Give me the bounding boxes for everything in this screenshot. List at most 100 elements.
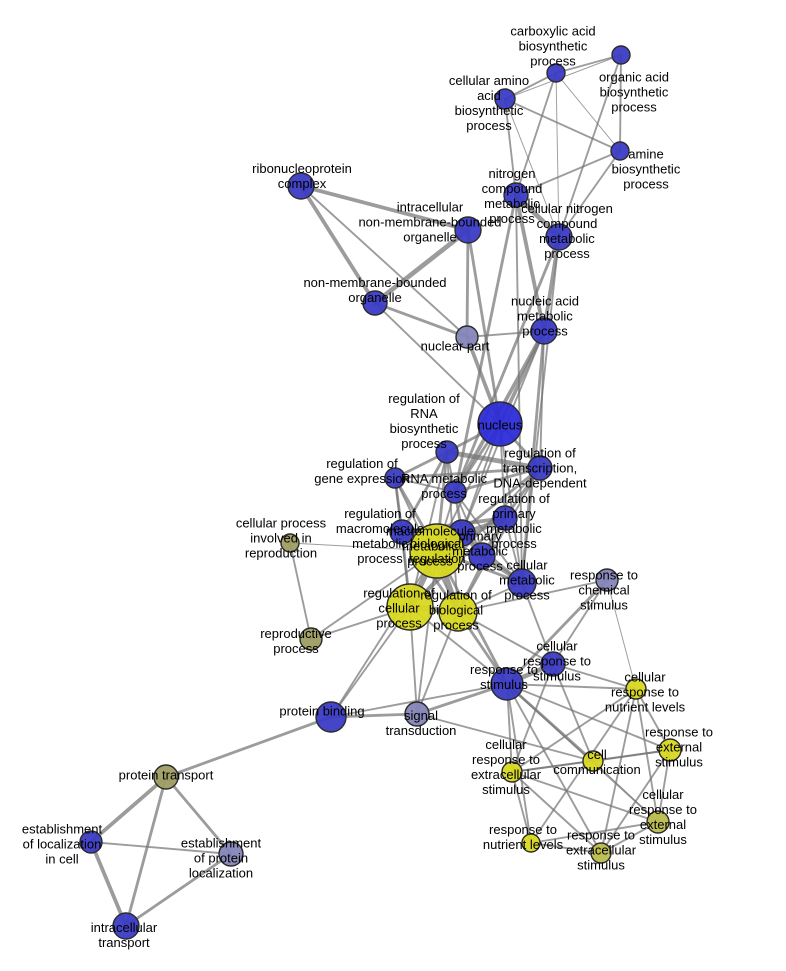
edge-cellular-response-to-nutrient-levels--response-to-extracellular-stimulus bbox=[600, 688, 637, 854]
edge-establishment-of-localization-in-cell--establishment-of-protein-localization bbox=[90, 841, 232, 855]
node-response-to-chemical-stimulus[interactable] bbox=[595, 568, 619, 592]
edge-regulation-of-rna-biosynthetic-process--regulation-of-macromolecule-metabolic-process bbox=[400, 450, 449, 534]
edge-cellular-response-to-nutrient-levels--cellular-response-to-extracellular-stimulus bbox=[511, 688, 637, 773]
node-nitrogen-compound-metabolic-process[interactable] bbox=[503, 182, 529, 208]
edge-response-to-stimulus--response-to-extracellular-stimulus bbox=[506, 683, 602, 854]
node-protein-binding[interactable] bbox=[315, 701, 347, 733]
node-cellular-response-to-nutrient-levels[interactable] bbox=[625, 678, 647, 700]
node-biological-regulation[interactable] bbox=[409, 523, 465, 579]
edge-cellular-process-involved-in-reproduction--reproductive-process bbox=[289, 542, 312, 640]
node-cellular-metabolic-process[interactable] bbox=[507, 568, 537, 598]
node-regulation-of-gene-expression[interactable] bbox=[384, 467, 406, 489]
node-establishment-of-protein-localization[interactable] bbox=[218, 841, 244, 867]
edge-cellular-response-to-stimulus--cell-communication bbox=[552, 663, 594, 762]
node-reproductive-process[interactable] bbox=[299, 627, 323, 651]
node-carboxylic-acid-biosynthetic-process[interactable] bbox=[546, 63, 566, 83]
node-regulation-of-primary-metabolic-process[interactable] bbox=[492, 505, 518, 531]
edge-protein-transport--establishment-of-localization-in-cell bbox=[89, 775, 168, 844]
edge-nucleus--cellular-metabolic-process bbox=[499, 423, 523, 584]
node-intracellular-non-membrane-bounded-organelle[interactable] bbox=[454, 216, 482, 244]
node-amine-biosynthetic-process[interactable] bbox=[610, 141, 630, 161]
node-response-to-nutrient-levels[interactable] bbox=[521, 833, 541, 853]
node-regulation-of-macromolecule-metabolic-process[interactable] bbox=[389, 519, 415, 545]
edge-intracellular-non-membrane-bounded-organelle--nuclear-part bbox=[465, 228, 470, 339]
edge-cellular-response-to-nutrient-levels--response-to-nutrient-levels bbox=[530, 688, 637, 844]
edge-organic-acid-biosynthetic-process--cellular-nitrogen-compound-metabolic-process bbox=[558, 54, 622, 238]
edge-response-to-stimulus--response-to-external-stimulus bbox=[506, 683, 671, 751]
node-signal-transduction[interactable] bbox=[404, 701, 430, 727]
node-response-to-extracellular-stimulus[interactable] bbox=[590, 842, 612, 864]
edge-ribonucleoprotein-complex--nuclear-part bbox=[300, 185, 468, 338]
edge-ribonucleoprotein-complex--non-membrane-bounded-organelle bbox=[299, 184, 377, 305]
edge-regulation-of-transcription-dna-dependent--regulation-of-gene-expression bbox=[393, 466, 542, 480]
node-organic-acid-biosynthetic-process[interactable] bbox=[611, 45, 631, 65]
node-nuclear-part[interactable] bbox=[455, 325, 479, 349]
node-rna-metabolic-process[interactable] bbox=[443, 480, 467, 504]
node-cellular-response-to-stimulus[interactable] bbox=[540, 651, 566, 677]
edge-signal-transduction--cell-communication bbox=[416, 713, 594, 762]
node-regulation-of-cellular-process[interactable] bbox=[386, 583, 434, 631]
edge-response-to-stimulus--protein-binding bbox=[330, 683, 508, 718]
edge-response-to-external-stimulus--cellular-response-to-external-stimulus bbox=[657, 749, 671, 823]
node-regulation-of-biological-process[interactable] bbox=[438, 592, 478, 632]
node-nucleus[interactable] bbox=[477, 401, 523, 447]
edge-biological-regulation--protein-binding bbox=[330, 550, 438, 718]
node-cellular-response-to-external-stimulus[interactable] bbox=[646, 810, 670, 834]
node-cellular-amino-acid-biosynthetic-process[interactable] bbox=[494, 88, 516, 110]
node-establishment-of-localization-in-cell[interactable] bbox=[79, 830, 103, 854]
node-intracellular-transport[interactable] bbox=[112, 912, 140, 940]
edge-response-to-stimulus--response-to-nutrient-levels bbox=[506, 683, 532, 844]
edge-organic-acid-biosynthetic-process--amine-biosynthetic-process bbox=[619, 54, 622, 152]
edge-cellular-response-to-stimulus--cellular-response-to-extracellular-stimulus bbox=[511, 663, 554, 773]
edge-carboxylic-acid-biosynthetic-process--cellular-nitrogen-compound-metabolic-process bbox=[555, 72, 560, 238]
edge-response-to-chemical-stimulus--cellular-response-to-nutrient-levels bbox=[606, 579, 637, 690]
edge-response-to-external-stimulus--cell-communication bbox=[592, 749, 671, 762]
edge-cellular-amino-acid-biosynthetic-process--nitrogen-compound-metabolic-process bbox=[504, 98, 517, 196]
edge-cell-communication--cellular-response-to-external-stimulus bbox=[592, 760, 659, 823]
node-regulation-of-rna-biosynthetic-process[interactable] bbox=[435, 440, 459, 464]
node-non-membrane-bounded-organelle[interactable] bbox=[362, 290, 388, 316]
edge-regulation-of-transcription-dna-dependent--regulation-of-biological-process bbox=[457, 467, 541, 613]
edge-establishment-of-protein-localization--intracellular-transport bbox=[124, 852, 233, 928]
node-ribonucleoprotein-complex[interactable] bbox=[287, 172, 315, 200]
node-primary-metabolic-process[interactable] bbox=[468, 542, 496, 570]
node-response-to-external-stimulus[interactable] bbox=[658, 738, 682, 762]
node-cellular-response-to-extracellular-stimulus[interactable] bbox=[501, 761, 523, 783]
edge-cellular-response-to-stimulus--cellular-response-to-nutrient-levels bbox=[552, 663, 637, 690]
node-protein-transport[interactable] bbox=[153, 764, 179, 790]
node-cellular-nitrogen-compound-metabolic-process[interactable] bbox=[545, 223, 573, 251]
node-cellular-process-involved-in-reproduction[interactable] bbox=[280, 533, 300, 553]
edge-intracellular-non-membrane-bounded-organelle--non-membrane-bounded-organelle bbox=[372, 227, 471, 306]
edge-rna-metabolic-process--cellular-metabolic-process bbox=[454, 491, 523, 584]
edge-cellular-response-to-extracellular-stimulus--cell-communication bbox=[511, 760, 594, 773]
edge-carboxylic-acid-biosynthetic-process--organic-acid-biosynthetic-process bbox=[555, 54, 622, 74]
node-regulation-of-transcription-dna-dependent[interactable] bbox=[527, 455, 553, 481]
edge-nucleic-acid-metabolic-process--cellular-metabolic-process bbox=[520, 329, 546, 585]
node-cell-communication[interactable] bbox=[582, 750, 604, 772]
node-nucleic-acid-metabolic-process[interactable] bbox=[530, 317, 558, 345]
edge-cellular-nitrogen-compound-metabolic-process--rna-metabolic-process bbox=[453, 235, 561, 494]
node-response-to-stimulus[interactable] bbox=[490, 667, 524, 701]
